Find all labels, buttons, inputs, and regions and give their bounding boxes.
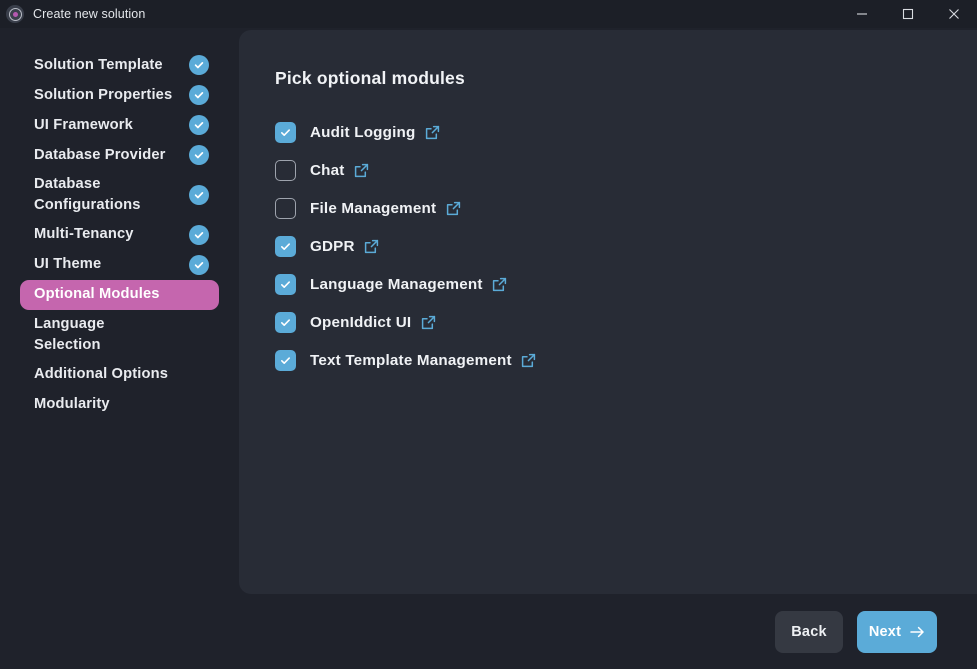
module-label: Text Template Management (310, 351, 512, 369)
sidebar-item-label: Language Selection (34, 315, 105, 353)
module-label: Language Management (310, 275, 483, 293)
external-link-icon[interactable] (445, 200, 461, 216)
module-row[interactable]: OpenIddict UI (275, 303, 977, 341)
module-checkbox[interactable] (275, 159, 296, 181)
wizard-footer: Back Next (239, 594, 977, 669)
sidebar-item-label: Multi-Tenancy (34, 226, 134, 243)
sidebar-item-label: Modularity (34, 396, 110, 413)
module-label: GDPR (310, 237, 355, 255)
sidebar-item-ui-framework[interactable]: UI Framework (20, 110, 219, 140)
step-completed-check-icon (189, 224, 209, 245)
module-label: Audit Logging (310, 123, 416, 141)
sidebar-item-additional-options[interactable]: Additional Options (20, 360, 219, 390)
module-checkbox[interactable] (275, 273, 296, 295)
module-row[interactable]: GDPR (275, 227, 977, 265)
sidebar-item-ui-theme[interactable]: UI Theme (20, 250, 219, 280)
sidebar-item-modularity[interactable]: Modularity (20, 390, 219, 420)
window-title: Create new solution (33, 7, 146, 21)
external-link-icon[interactable] (354, 162, 370, 178)
sidebar-item-label: Optional Modules (34, 286, 160, 303)
external-link-icon[interactable] (420, 314, 436, 330)
minimize-icon[interactable] (839, 0, 885, 28)
step-completed-check-icon (189, 254, 209, 275)
module-row[interactable]: Text Template Management (275, 341, 977, 379)
external-link-icon[interactable] (521, 352, 537, 368)
back-button[interactable]: Back (775, 610, 843, 653)
sidebar-item-solution-properties[interactable]: Solution Properties (20, 80, 219, 110)
sidebar-item-label: Additional Options (34, 366, 169, 383)
module-row[interactable]: Chat (275, 151, 977, 189)
sidebar-item-label: Solution Template (34, 56, 163, 73)
sidebar-item-database-configurations[interactable]: Database Configurations (20, 170, 219, 220)
sidebar-item-solution-template[interactable]: Solution Template (20, 50, 219, 80)
external-link-icon[interactable] (492, 276, 508, 292)
step-completed-check-icon (189, 184, 209, 205)
next-button[interactable]: Next (857, 610, 937, 653)
abp-logo-icon (6, 5, 24, 23)
module-checkbox[interactable] (275, 349, 296, 371)
module-checkbox[interactable] (275, 235, 296, 257)
module-row[interactable]: Audit Logging (275, 113, 977, 151)
sidebar-item-optional-modules[interactable]: Optional Modules (20, 279, 219, 310)
external-link-icon[interactable] (364, 238, 380, 254)
sidebar-item-multi-tenancy[interactable]: Multi-Tenancy (20, 220, 219, 250)
sidebar-item-label: Database Provider (34, 146, 166, 163)
page-title: Pick optional modules (275, 68, 465, 88)
module-checkbox[interactable] (275, 121, 296, 143)
step-completed-check-icon (189, 145, 209, 165)
module-label: OpenIddict UI (310, 313, 412, 331)
title-bar: Create new solution (0, 0, 977, 28)
sidebar-item-database-provider[interactable]: Database Provider (20, 140, 219, 170)
module-label: Chat (310, 161, 345, 179)
step-completed-check-icon (189, 55, 209, 75)
sidebar-item-label: UI Framework (34, 116, 133, 133)
sidebar-item-label: Database Configurations (34, 176, 141, 213)
maximize-icon[interactable] (885, 0, 931, 28)
module-row[interactable]: Language Management (275, 265, 977, 303)
step-completed-check-icon (189, 115, 209, 135)
arrow-right-icon (910, 626, 925, 638)
module-checkbox[interactable] (275, 311, 296, 333)
sidebar-item-label: Solution Properties (34, 86, 173, 103)
sidebar-item-language-selection[interactable]: Language Selection (20, 310, 219, 360)
module-label: File Management (310, 199, 437, 217)
sidebar-item-label: UI Theme (34, 256, 102, 273)
external-link-icon[interactable] (425, 124, 441, 140)
next-button-label: Next (868, 623, 902, 640)
module-row[interactable]: File Management (275, 189, 977, 227)
step-completed-check-icon (189, 85, 209, 105)
module-checkbox[interactable] (275, 197, 296, 219)
close-icon[interactable] (931, 0, 977, 28)
window-controls (839, 0, 977, 28)
